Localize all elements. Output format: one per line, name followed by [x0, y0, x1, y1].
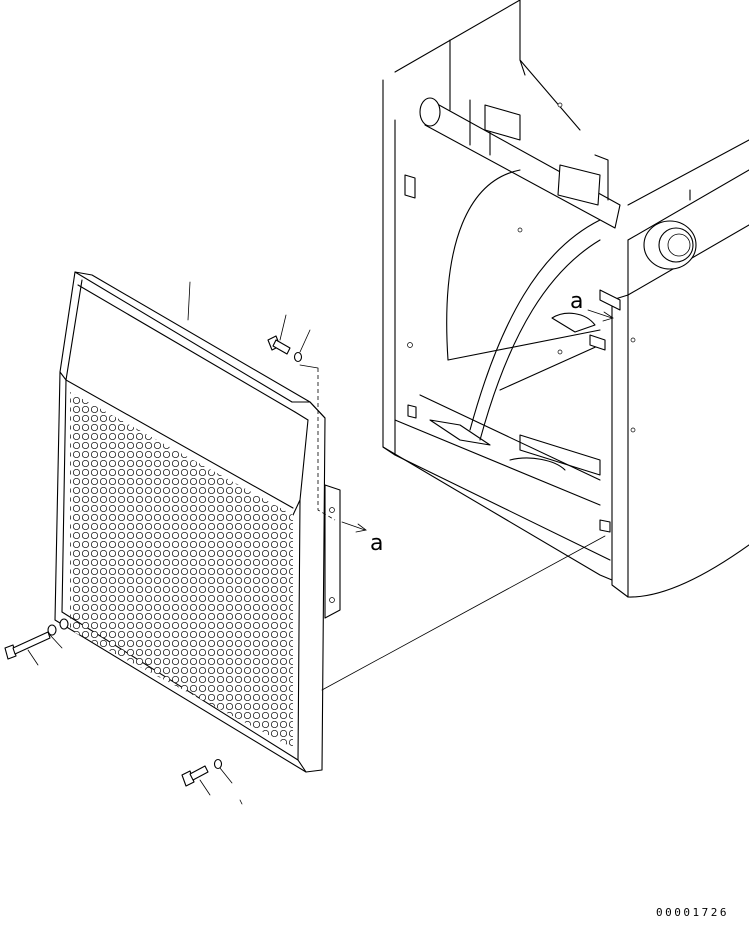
bolt-long-left	[4, 618, 69, 660]
machine-frame	[382, 0, 749, 598]
ref-label-upper: a	[570, 289, 583, 314]
radiator-guard	[54, 271, 341, 773]
document-number: 00001726	[656, 906, 729, 919]
leader-lines	[27, 281, 614, 805]
bolt-lower	[181, 758, 223, 787]
bolt-upper	[267, 335, 303, 363]
ref-label-lower: a	[370, 531, 383, 556]
